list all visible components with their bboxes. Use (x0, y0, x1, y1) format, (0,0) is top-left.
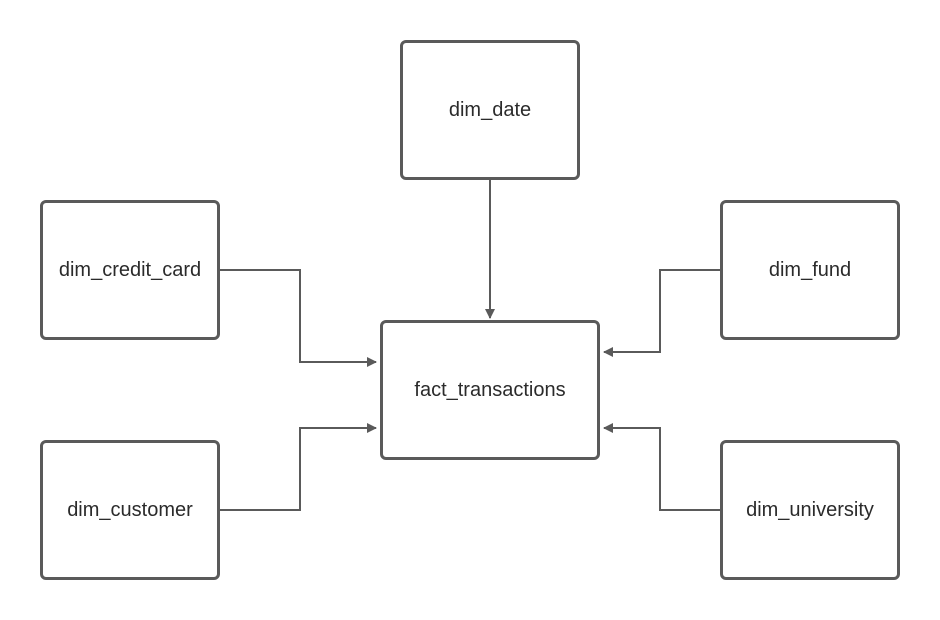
node-label: dim_customer (67, 498, 193, 521)
edge-customer-to-fact (220, 423, 377, 511)
node-dim-fund: dim_fund (720, 200, 900, 340)
node-dim-credit-card: dim_credit_card (40, 200, 220, 340)
edge-university-to-fact (603, 423, 720, 511)
edge-fund-to-fact (603, 269, 720, 357)
node-label: dim_credit_card (58, 258, 202, 281)
node-label: dim_university (746, 498, 874, 521)
node-dim-customer: dim_customer (40, 440, 220, 580)
node-fact-transactions: fact_transactions (380, 320, 600, 460)
node-label: fact_transactions (414, 378, 566, 401)
node-dim-date: dim_date (400, 40, 580, 180)
edge-credit-card-to-fact (220, 269, 377, 367)
node-label: dim_date (448, 98, 532, 121)
node-label: dim_fund (768, 258, 852, 281)
node-dim-university: dim_university (720, 440, 900, 580)
